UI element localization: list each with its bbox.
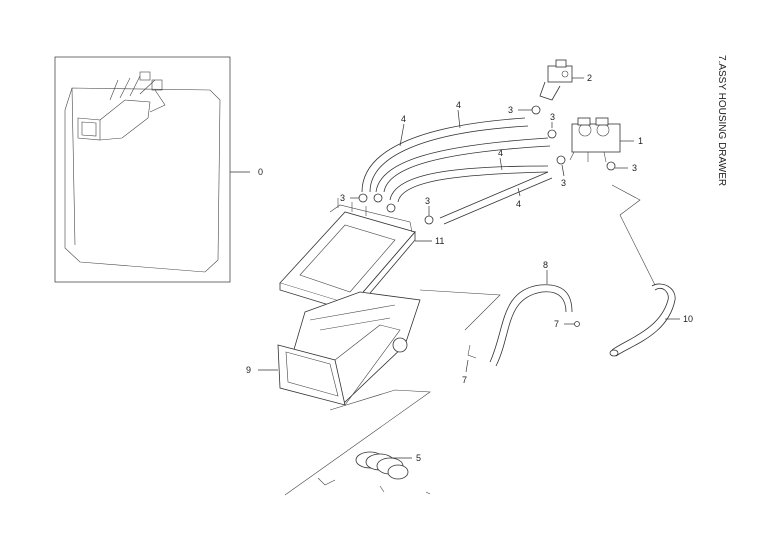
bellows-clip-b bbox=[379, 485, 385, 493]
callout-4d: 4 bbox=[516, 199, 521, 209]
clip-left bbox=[467, 344, 477, 359]
callout-3b: 3 bbox=[550, 112, 555, 122]
valve-1-outlets bbox=[569, 151, 607, 163]
clamp-top bbox=[531, 105, 541, 115]
leader-4b bbox=[399, 123, 405, 147]
clamp-right bbox=[606, 161, 616, 171]
valve-2-body bbox=[547, 65, 573, 83]
machine-edge bbox=[71, 87, 76, 246]
bellows-clip-a bbox=[317, 477, 336, 486]
hose-4-c-outer bbox=[389, 165, 549, 201]
mini-drawer-front bbox=[77, 117, 101, 141]
hose-8-inner bbox=[495, 291, 567, 367]
callout-7b: 7 bbox=[462, 375, 467, 385]
clamp-upper bbox=[547, 129, 557, 139]
callout-11: 11 bbox=[435, 236, 444, 246]
machine-body bbox=[64, 87, 221, 273]
leader-3c bbox=[561, 164, 565, 177]
mini-valve-a bbox=[139, 71, 151, 81]
callout-5: 5 bbox=[416, 453, 421, 463]
clamp-middle bbox=[556, 155, 566, 165]
callout-4a: 4 bbox=[456, 100, 461, 110]
part-1-valve-assembly bbox=[569, 117, 621, 163]
hose-8-outer bbox=[489, 284, 573, 363]
part-7-clips bbox=[467, 321, 580, 359]
hose-4-c-inner bbox=[397, 171, 549, 203]
callout-4b: 4 bbox=[401, 114, 406, 124]
callout-1: 1 bbox=[638, 136, 643, 146]
callout-3d: 3 bbox=[632, 163, 637, 173]
clamp-left-c bbox=[386, 203, 396, 213]
housing-outlet bbox=[392, 337, 408, 353]
housing-body-side bbox=[334, 324, 401, 406]
housing-inlets bbox=[337, 198, 367, 216]
callout-2: 2 bbox=[587, 73, 592, 83]
leader-4a bbox=[457, 109, 461, 129]
housing-cover-ridge bbox=[329, 204, 413, 233]
clip-right bbox=[574, 321, 580, 327]
clamp-left-b bbox=[373, 193, 383, 203]
hose-4-a-inner bbox=[369, 125, 529, 193]
valve-1-top-a bbox=[577, 117, 591, 126]
hose-10-inner bbox=[615, 283, 676, 357]
part-4-hoses bbox=[361, 117, 553, 225]
diagram-title: 7.ASSY HOUSING DRAWER bbox=[716, 55, 727, 186]
callout-9: 9 bbox=[246, 365, 251, 375]
drawer-front-opening bbox=[285, 351, 339, 397]
valve-2-coil bbox=[555, 59, 567, 68]
inset-frame bbox=[54, 56, 231, 283]
bellows-ring-d bbox=[387, 464, 409, 480]
hose-10-end bbox=[609, 349, 619, 357]
part-0-assembly-inset bbox=[54, 56, 231, 283]
clamp-left-d bbox=[424, 215, 434, 225]
callout-3c: 3 bbox=[561, 178, 566, 188]
mini-valve-b bbox=[151, 79, 163, 91]
hose-4-a-outer bbox=[361, 117, 526, 193]
callout-3e: 3 bbox=[340, 193, 345, 203]
callout-4c: 4 bbox=[498, 148, 503, 158]
callout-3a: 3 bbox=[508, 105, 513, 115]
part-11-housing-cover bbox=[279, 198, 416, 313]
callout-8: 8 bbox=[543, 260, 548, 270]
hose-4-d-inner bbox=[443, 177, 553, 225]
leader-7b bbox=[465, 359, 469, 373]
mini-hose-b bbox=[149, 89, 166, 113]
hose-10-outer bbox=[611, 287, 669, 351]
housing-body-ribs bbox=[309, 304, 396, 331]
part-5-bellows bbox=[317, 451, 431, 495]
housing-cover-panel bbox=[299, 224, 396, 293]
callout-3f: 3 bbox=[425, 196, 430, 206]
relation-line-b bbox=[284, 389, 431, 496]
leader-4d bbox=[517, 187, 521, 197]
part-2-water-valve bbox=[539, 59, 573, 101]
mini-drawer-inner bbox=[81, 121, 97, 137]
hose-4-b-inner bbox=[383, 145, 551, 193]
callout-0: 0 bbox=[258, 167, 263, 177]
relation-line-c bbox=[611, 184, 656, 286]
clamp-left-a bbox=[358, 193, 368, 203]
housing-cover-front bbox=[351, 230, 416, 313]
leader-4c bbox=[499, 157, 503, 171]
part-8-drain-hose bbox=[489, 284, 573, 367]
part-10-hose bbox=[609, 283, 676, 357]
valve-2-port bbox=[561, 70, 569, 78]
valve-2-outlet bbox=[539, 81, 561, 101]
callout-7a: 7 bbox=[554, 319, 559, 329]
callout-10: 10 bbox=[683, 314, 693, 324]
valve-1-top-b bbox=[595, 117, 609, 126]
valve-1-body bbox=[571, 123, 621, 153]
part-3-clamps bbox=[358, 105, 616, 225]
hose-4-b-outer bbox=[375, 137, 549, 193]
relation-line-a bbox=[419, 289, 501, 331]
mini-hoses bbox=[109, 75, 156, 101]
mini-housing bbox=[99, 99, 151, 141]
part-9-housing-body bbox=[277, 291, 421, 406]
bellows-clip-c bbox=[425, 491, 431, 495]
hose-4-d-outer bbox=[439, 171, 549, 219]
